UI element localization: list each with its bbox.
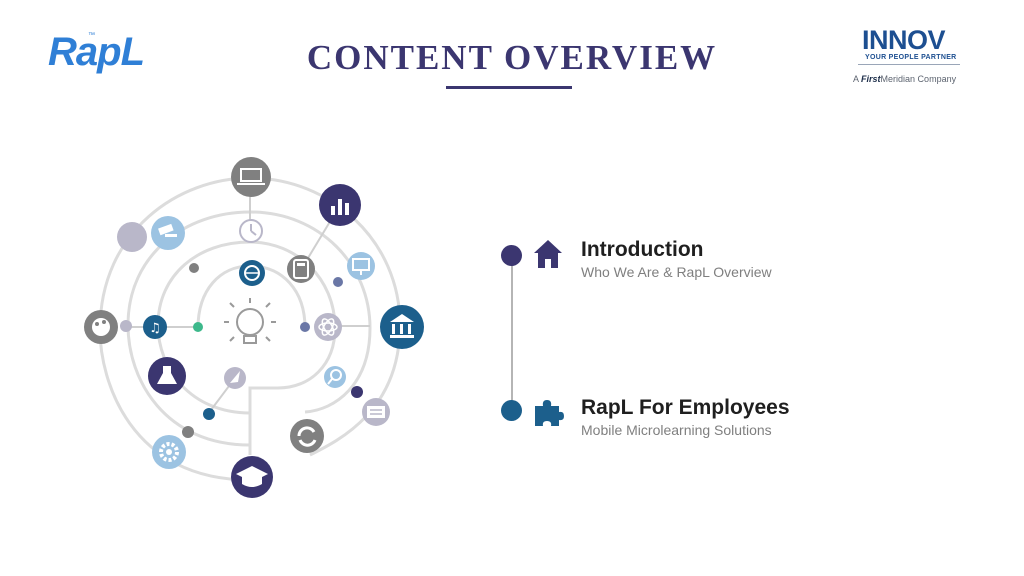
palette-icon <box>84 310 118 344</box>
puzzle-icon <box>535 400 564 426</box>
refresh-icon <box>290 419 324 453</box>
innov-parent-suffix: Meridian Company <box>880 74 957 84</box>
lightbulb-icon <box>224 298 276 344</box>
monitor-icon <box>347 252 375 280</box>
atom-icon <box>314 313 342 341</box>
music-note-icon: ♫ <box>143 315 167 339</box>
innov-divider <box>858 64 960 65</box>
page-title: CONTENT OVERVIEW <box>306 38 718 77</box>
spiral-icon-diagram: ♫ <box>84 157 424 498</box>
flask-icon <box>148 357 186 395</box>
bar-chart-icon <box>319 184 361 226</box>
gavel-icon <box>151 216 185 250</box>
innov-parent-line: A FirstMeridian Company <box>853 74 956 84</box>
agenda-subtitle: Mobile Microlearning Solutions <box>581 422 772 438</box>
innov-parent-prefix: A <box>853 74 859 84</box>
agenda-title: RapL For Employees <box>581 396 790 419</box>
rocket-icon <box>224 367 246 389</box>
innov-logo-text: INNOV <box>862 25 946 55</box>
graduation-cap-icon <box>231 456 273 498</box>
innov-parent-name: First <box>861 74 881 84</box>
calculator-icon <box>287 255 315 283</box>
agenda-connector-line <box>511 258 513 410</box>
rapl-logo-tm: ™ <box>88 32 95 39</box>
innov-logo: INNOV YOUR PEOPLE PARTNER A FirstMeridia… <box>848 25 968 95</box>
search-icon <box>324 366 346 388</box>
rapl-logo-text: RapL <box>48 30 145 74</box>
laptop-icon <box>231 157 271 197</box>
newspaper-icon <box>362 398 390 426</box>
agenda-title: Introduction <box>581 238 704 261</box>
svg-text:♫: ♫ <box>149 321 161 336</box>
globe-icon <box>239 260 265 286</box>
agenda-bullet-dot <box>501 245 522 266</box>
rapl-logo: RapL ™ <box>48 30 174 82</box>
home-icon <box>534 240 562 268</box>
clock-icon <box>239 219 263 243</box>
agenda-subtitle: Who We Are & RapL Overview <box>581 264 772 280</box>
bank-icon <box>380 305 424 349</box>
title-underline <box>446 86 572 89</box>
innov-tagline: YOUR PEOPLE PARTNER <box>865 54 957 61</box>
agenda-bullet-dot <box>501 400 522 421</box>
gear-icon <box>152 435 186 469</box>
